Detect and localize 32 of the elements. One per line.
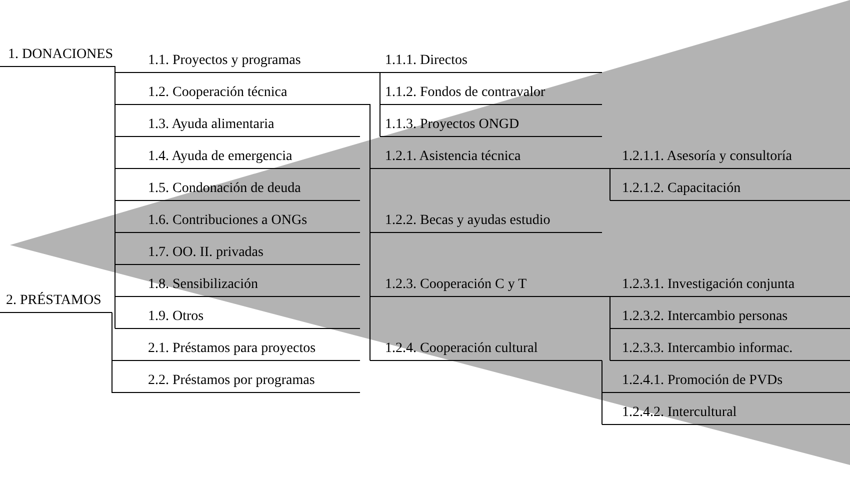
category-label: 1.2.3.1. Investigación conjunta — [610, 275, 850, 297]
category-label: 2.1. Préstamos para proyectos — [131, 339, 360, 361]
connector-line — [360, 104, 370, 361]
category-label: 1.9. Otros — [115, 307, 360, 329]
category-label: 1.2.3.2. Intercambio personas — [610, 307, 850, 329]
category-label: 2.2. Préstamos por programas — [131, 371, 360, 393]
category-label: 1.2.1. Asistencia técnica — [370, 147, 602, 169]
category-label: 1.3. Ayuda alimentaria — [115, 115, 360, 137]
category-label: 1.2.3. Cooperación C y T — [370, 275, 602, 297]
category-label: 1.2.1.1. Asesoría y consultoría — [610, 147, 850, 169]
category-label: 1.2.4. Cooperación cultural — [370, 339, 602, 361]
category-label: 1.5. Condonación de deuda — [115, 179, 360, 201]
category-label: 1.6. Contribuciones a ONGs — [115, 211, 360, 233]
category-label: 1.2.2. Becas y ayudas estudio — [370, 211, 602, 233]
category-label: 1.8. Sensibilización — [115, 275, 360, 297]
category-label: 1.7. OO. II. privadas — [115, 243, 360, 265]
category-label: 1.2.4.2. Intercultural — [602, 403, 850, 425]
connector-line — [360, 72, 380, 137]
category-label: 1.1. Proyectos y programas — [115, 51, 360, 73]
category-label: 1.1.2. Fondos de contravalor — [380, 83, 602, 105]
connector-line — [602, 168, 610, 201]
category-label: 1. DONACIONES — [0, 44, 115, 67]
category-label: 2. PRÉSTAMOS — [0, 291, 112, 313]
category-label: 1.2.1.2. Capacitación — [610, 179, 850, 201]
category-label: 1.2.3.3. Intercambio informac. — [610, 339, 850, 361]
category-label: 1.1.1. Directos — [380, 51, 602, 73]
connector-line — [112, 312, 132, 393]
category-label: 1.2.4.1. Promoción de PVDs — [602, 371, 850, 393]
category-label: 1.1.3. Proyectos ONGD — [380, 115, 602, 137]
category-label: 1.2. Cooperación técnica — [115, 83, 360, 105]
category-label: 1.4. Ayuda de emergencia — [115, 147, 360, 169]
connector-line — [602, 296, 610, 361]
